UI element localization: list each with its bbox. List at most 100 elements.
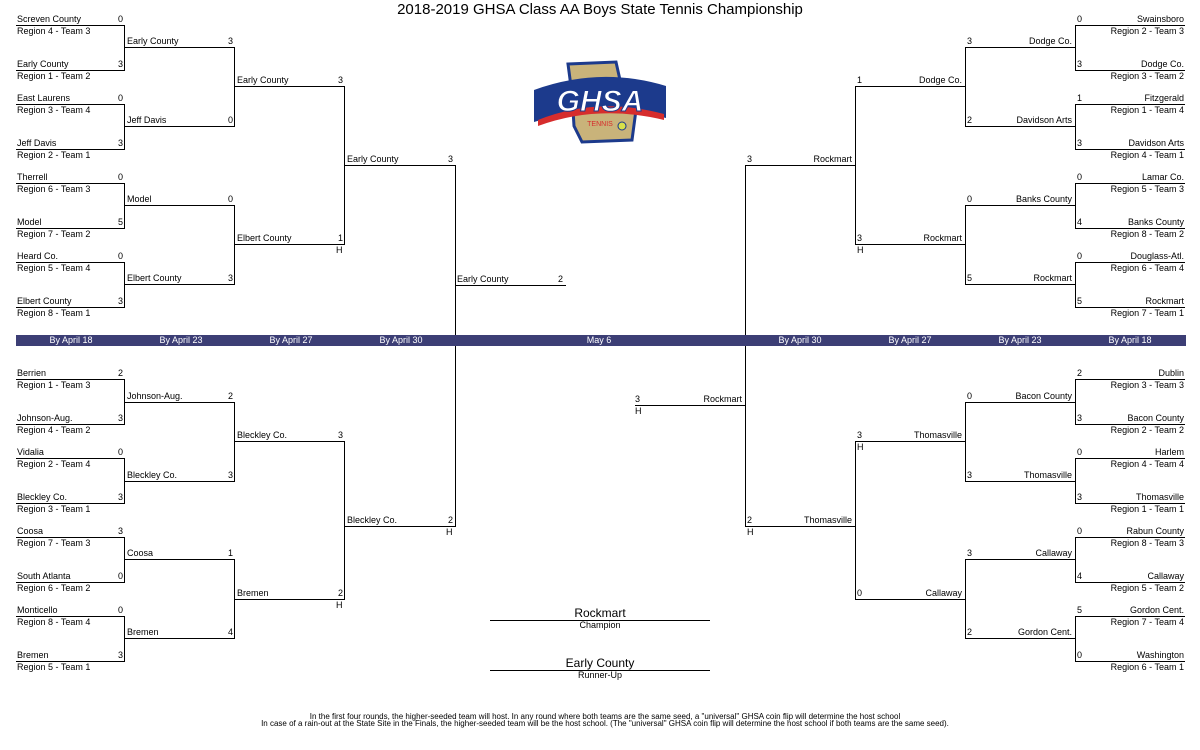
bracket-connector-r2-right	[965, 402, 966, 482]
team-seed-r1-right: Region 1 - Team 1	[1110, 504, 1184, 514]
team-score-r4-left: 3	[447, 154, 453, 164]
bracket-line-r1-left	[16, 458, 125, 459]
page-title: 2018-2019 GHSA Class AA Boys State Tenni…	[397, 1, 803, 18]
team-score-r1-left: 0	[117, 571, 123, 581]
team-score-final-left: 2	[557, 274, 563, 284]
bracket-connector-r1-right	[1075, 104, 1076, 150]
host-marker-r3-left: H	[336, 245, 343, 255]
team-seed-r1-right: Region 8 - Team 2	[1110, 229, 1184, 239]
bracket-connector-r1-left	[124, 183, 125, 229]
bracket-line-r1-left	[16, 379, 125, 380]
team-name-r3-left: Elbert County	[237, 233, 292, 243]
team-name-r1-right: Rabun County	[1126, 526, 1184, 536]
bracket-line-r1-left	[16, 104, 125, 105]
team-name-r1-right: Lamar Co.	[1141, 172, 1184, 182]
team-name-r1-left: Vidalia	[17, 447, 44, 457]
team-name-r1-left: East Laurens	[17, 93, 71, 103]
team-name-r1-left: Johnson-Aug.	[17, 413, 73, 423]
team-name-r4-left: Bleckley Co.	[347, 515, 398, 525]
team-score-r2-left: 3	[227, 273, 233, 283]
team-name-r1-right: Dublin	[1158, 368, 1184, 378]
team-name-r1-right: Swainsboro	[1136, 14, 1184, 24]
team-score-r1-right: 0	[1077, 526, 1083, 536]
team-seed-r1-left: Region 6 - Team 2	[17, 583, 91, 593]
host-marker-r3-right: H	[857, 442, 864, 452]
team-score-r1-right: 3	[1077, 138, 1083, 148]
bracket-line-final-right	[635, 405, 745, 406]
team-seed-r1-left: Region 1 - Team 3	[17, 380, 91, 390]
team-name-r1-left: Bleckley Co.	[17, 492, 68, 502]
host-marker-r3-right: H	[857, 245, 864, 255]
bracket-connector-r1-left	[124, 25, 125, 71]
team-name-r1-right: Banks County	[1127, 217, 1184, 227]
bracket-line-r3-right	[855, 599, 965, 600]
team-name-r3-left: Bremen	[237, 588, 269, 598]
team-name-r3-right: Thomasville	[913, 430, 962, 440]
team-name-r1-right: Callaway	[1147, 571, 1184, 581]
host-marker-r4-right: H	[747, 527, 754, 537]
team-name-r1-left: Jeff Davis	[17, 138, 57, 148]
team-seed-r1-right: Region 6 - Team 4	[1110, 263, 1184, 273]
team-score-r1-left: 5	[117, 217, 123, 227]
bracket-line-r2-left	[125, 559, 235, 560]
team-name-r4-right: Thomasville	[803, 515, 852, 525]
bracket-connector-r1-left	[124, 262, 125, 308]
host-marker-r4-left: H	[446, 527, 453, 537]
bracket-line-r1-right	[1075, 228, 1185, 229]
team-score-r2-right: 3	[967, 36, 973, 46]
bracket-line-r2-left	[125, 284, 235, 285]
team-name-r1-right: Bacon County	[1127, 413, 1184, 423]
team-name-r4-right: Rockmart	[813, 154, 852, 164]
team-name-r2-right: Bacon County	[1015, 391, 1072, 401]
team-seed-r1-left: Region 1 - Team 2	[17, 71, 91, 81]
team-seed-r1-right: Region 6 - Team 1	[1110, 662, 1184, 672]
team-score-r2-left: 0	[227, 115, 233, 125]
team-score-r1-right: 4	[1077, 217, 1083, 227]
bracket-line-r1-right	[1075, 262, 1185, 263]
team-score-r3-left: 3	[337, 75, 343, 85]
team-name-r2-left: Bleckley Co.	[127, 470, 178, 480]
bracket-connector-r1-right	[1075, 537, 1076, 583]
team-name-r1-left: Heard Co.	[17, 251, 59, 261]
bracket-line-r3-left	[235, 244, 345, 245]
bracket-line-r2-left	[125, 481, 235, 482]
bracket-line-r2-left	[125, 205, 235, 206]
bracket-connector-r3-right	[855, 441, 856, 600]
team-score-r2-left: 3	[227, 470, 233, 480]
team-name-r2-left: Jeff Davis	[127, 115, 167, 125]
team-score-r1-right: 0	[1077, 251, 1083, 261]
team-name-r1-left: South Atlanta	[17, 571, 71, 581]
bracket-line-r1-right	[1075, 537, 1185, 538]
team-name-r1-right: Gordon Cent.	[1129, 605, 1184, 615]
date-label-r4-right: By April 30	[778, 335, 822, 345]
team-seed-r1-left: Region 6 - Team 3	[17, 184, 91, 194]
team-name-r3-left: Bleckley Co.	[237, 430, 288, 440]
team-name-r2-right: Callaway	[1035, 548, 1072, 558]
champion-label: Champion	[579, 620, 621, 630]
team-seed-r1-left: Region 3 - Team 1	[17, 504, 91, 514]
bracket-line-r1-left	[16, 228, 125, 229]
team-name-r3-left: Early County	[237, 75, 289, 85]
team-seed-r1-left: Region 2 - Team 1	[17, 150, 91, 160]
bracket-connector-r1-left	[124, 537, 125, 583]
team-score-r1-right: 0	[1077, 447, 1083, 457]
bracket-line-r1-left	[16, 582, 125, 583]
team-seed-r1-right: Region 5 - Team 2	[1110, 583, 1184, 593]
bracket-connector-r1-right	[1075, 25, 1076, 71]
date-label-r2-left: By April 23	[159, 335, 203, 345]
team-name-r3-right: Callaway	[925, 588, 962, 598]
team-score-r2-left: 3	[227, 36, 233, 46]
bracket-line-r1-left	[16, 616, 125, 617]
bracket-line-r1-right	[1075, 616, 1185, 617]
bracket-line-r4-left	[345, 165, 455, 166]
bracket-connector-r1-left	[124, 379, 125, 425]
team-name-r1-right: Harlem	[1154, 447, 1184, 457]
team-name-final-right: Rockmart	[703, 394, 742, 404]
team-score-r3-right: 0	[857, 588, 863, 598]
team-seed-r1-right: Region 2 - Team 2	[1110, 425, 1184, 435]
team-name-r2-left: Elbert County	[127, 273, 182, 283]
logo-subtext: TENNIS	[587, 121, 613, 128]
team-name-r1-left: Monticello	[17, 605, 58, 615]
bracket-line-r1-right	[1075, 183, 1185, 184]
ghsa-tennis-logo: GHSA TENNIS	[528, 56, 672, 153]
